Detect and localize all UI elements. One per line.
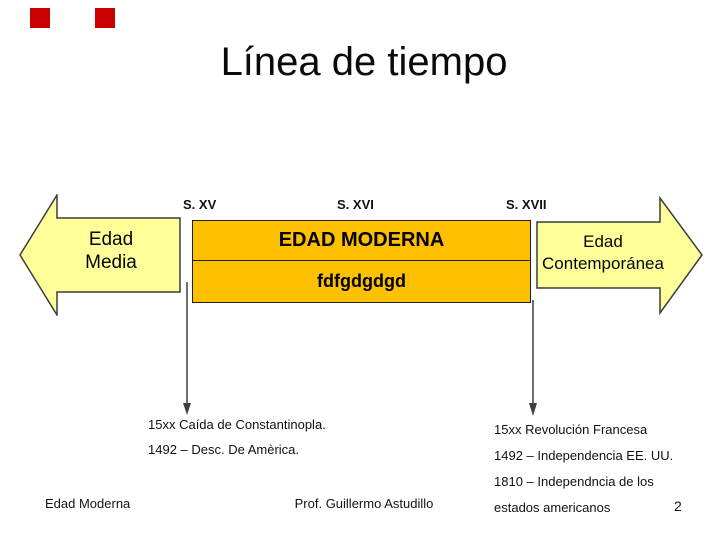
edad-moderna-box: EDAD MODERNA fdfgdgdgd [192, 220, 531, 303]
event-line: 15xx Revolución Francesa [494, 422, 648, 437]
event-line: 1492 – Independencia EE. UU. [494, 448, 674, 463]
page-number: 2 [674, 498, 682, 514]
event-line: 1810 – Independncia de los [494, 474, 654, 489]
left-arrow-shape [19, 194, 181, 316]
event-line: estados americanos [494, 500, 611, 515]
events-left-block: 15xx Caída de Constantinopla. 1492 – Des… [148, 412, 326, 462]
events-right-block: 15xx Revolución Francesa 1492 – Independ… [494, 417, 673, 521]
left-arrow-label: Edad Media [85, 229, 137, 273]
edad-moderna-box-subtitle: fdfgdgdgd [317, 271, 406, 291]
century-label-s-xvi: S. XVI [337, 197, 374, 212]
footer-slide-name: Edad Moderna [45, 496, 131, 511]
right-arrow-label: Edad Contemporánea [542, 232, 664, 273]
right-arrow-shape [536, 196, 703, 315]
event-line: 15xx Caída de Constantinopla. [148, 417, 326, 432]
footer-author: Prof. Guillermo Astudillo [294, 496, 434, 511]
down-arrow-connector-right [529, 300, 537, 416]
slide-title: Línea de tiempo [220, 40, 508, 84]
century-label-s-xv: S. XV [183, 197, 217, 212]
edad-moderna-box-title: EDAD MODERNA [193, 221, 530, 261]
century-label-s-xvii: S. XVII [506, 197, 547, 212]
event-line: 1492 – Desc. De Amèrica. [148, 442, 300, 457]
red-square-decoration-1 [30, 8, 50, 28]
red-square-decoration-2 [95, 8, 115, 28]
down-arrow-connector-left [183, 282, 191, 415]
